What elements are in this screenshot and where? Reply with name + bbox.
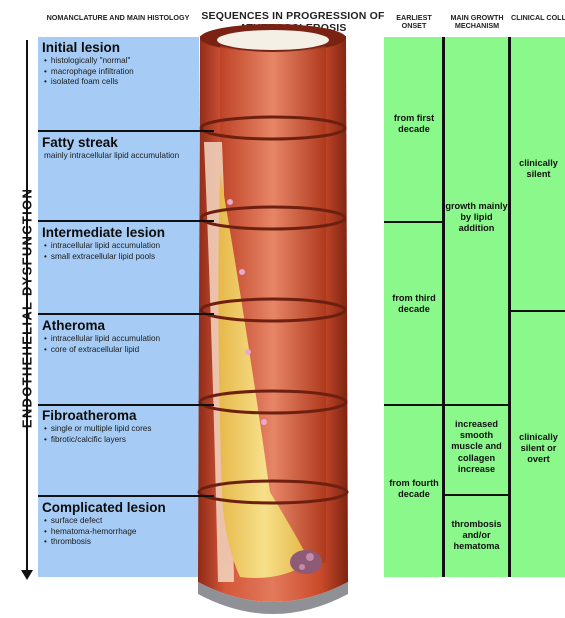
onset-third-decade: from third decade (386, 293, 442, 315)
onset-first-decade: from first decade (386, 113, 442, 135)
histology-item: isolated foam cells (44, 77, 214, 88)
thrombus-cell (299, 564, 305, 570)
histology-item: hematoma-hemorrhage (44, 527, 214, 538)
endothelial-dysfunction-label: ENDOTHEHELIAL DYSFUNCTION (20, 188, 35, 428)
thrombus (290, 550, 322, 574)
clinical-silent-or-overt: clinically silent or overt (512, 432, 565, 466)
clinical-row-divider (508, 310, 565, 312)
stage-intermediate-lesion: Intermediate lesion intracellular lipid … (38, 225, 214, 262)
onset-growth-row-divider (384, 404, 509, 406)
foam-cell (261, 419, 267, 425)
histology-item: fibrotic/calcific layers (44, 435, 214, 446)
growth-row-divider (442, 494, 509, 496)
growth-lipid-addition: growth mainly by lipid addition (445, 201, 508, 235)
onset-row-divider (384, 221, 443, 223)
stage-complicated-lesion: Complicated lesion surface defect hemato… (38, 500, 214, 548)
stage-atheroma: Atheroma intracellular lipid accumulatio… (38, 318, 214, 355)
histology-item: histologically "normal" (44, 56, 214, 67)
stage-separator (38, 130, 214, 132)
onset-fourth-decade: from fourth decade (386, 478, 442, 500)
growth-smooth-muscle-collagen: increased smooth muscle and collagen inc… (445, 419, 508, 475)
histology-item: core of extracellular lipid (44, 345, 214, 356)
histology-item: thrombosis (44, 537, 214, 548)
histology-item: macrophage infiltration (44, 67, 214, 78)
stage-title: Fatty streak (38, 135, 214, 150)
stage-histology-list: single or multiple lipid cores fibrotic/… (38, 424, 214, 445)
stage-fatty-streak: Fatty streak mainly intracellular lipid … (38, 135, 214, 162)
stage-separator (38, 220, 214, 222)
stage-title: Atheroma (38, 318, 214, 333)
histology-item: small extracellular lipid pools (44, 252, 214, 263)
thrombus-cell (306, 553, 314, 561)
histology-item: intracellular lipid accumulation (44, 241, 214, 252)
histology-item: surface defect (44, 516, 214, 527)
histology-item: single or multiple lipid cores (44, 424, 214, 435)
onset-header: EARLIEST ONSET (388, 14, 440, 31)
foam-cell (227, 199, 233, 205)
clinical-silent: clinically silent (512, 158, 565, 180)
clinical-header: CLINICAL COLLERATIO (511, 14, 565, 22)
stage-separator (38, 495, 214, 497)
stage-title: Intermediate lesion (38, 225, 214, 240)
stage-title: Initial lesion (38, 40, 214, 55)
stage-histology-note: mainly intracellular lipid accumulation (38, 151, 194, 162)
stage-initial-lesion: Initial lesion histologically "normal" m… (38, 40, 214, 88)
foam-cell (245, 349, 251, 355)
stage-histology-list: intracellular lipid accumulation core of… (38, 334, 214, 355)
stage-title: Fibroatheroma (38, 408, 214, 423)
foam-cell (239, 269, 245, 275)
growth-thrombosis-hematoma: thrombosis and/or hematoma (445, 519, 508, 553)
growth-header: MAIN GROWTH MECHANISM (445, 14, 509, 31)
artery-lumen-opening (217, 30, 329, 50)
dysfunction-arrow-head (21, 570, 33, 580)
stage-histology-list: intracellular lipid accumulation small e… (38, 241, 214, 262)
stage-title: Complicated lesion (38, 500, 214, 515)
stage-separator (38, 404, 214, 406)
histology-item: intracellular lipid accumulation (44, 334, 214, 345)
table-column-divider (508, 37, 511, 577)
stage-fibroatheroma: Fibroatheroma single or multiple lipid c… (38, 408, 214, 445)
stage-separator (38, 313, 214, 315)
stage-histology-list: surface defect hematoma-hemorrhage throm… (38, 516, 214, 548)
table-column-divider (442, 37, 445, 577)
stage-histology-list: histologically "normal" macrophage infil… (38, 56, 214, 88)
